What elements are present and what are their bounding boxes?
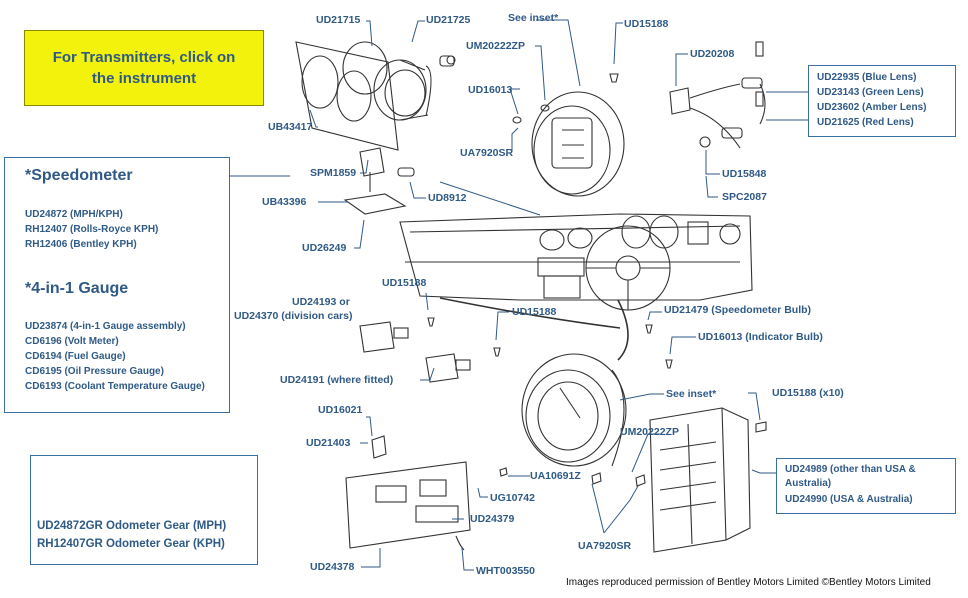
copyright-credit: Images reproduced permission of Bentley …	[566, 577, 931, 588]
lens-item[interactable]: UD23602 (Amber Lens)	[817, 102, 927, 113]
lens-item[interactable]: UD22935 (Blue Lens)	[817, 72, 917, 83]
gear-line-1[interactable]: UD24872GR Odometer Gear (MPH)	[37, 520, 227, 532]
part-label[interactable]: WHT003550	[476, 565, 535, 577]
mounting-bracket[interactable]	[343, 147, 415, 215]
part-label[interactable]: UD24193 or	[292, 296, 350, 308]
warning-item[interactable]: UD24990 (USA & Australia)	[785, 494, 913, 505]
speedometer-item[interactable]: RH12406 (Bentley KPH)	[25, 239, 137, 250]
part-label[interactable]: UD21479 (Speedometer Bulb)	[664, 304, 812, 316]
lens-item[interactable]: UD23143 (Green Lens)	[817, 87, 924, 98]
lens-parts-box: UD22935 (Blue Lens) UD23143 (Green Lens)…	[808, 65, 956, 137]
instruction-line-1: For Transmitters, click on	[52, 49, 236, 66]
gauge-title: *4-in-1 Gauge	[25, 280, 129, 297]
part-label[interactable]: UD16021	[318, 404, 363, 416]
speedometer-item[interactable]: UD24872 (MPH/KPH)	[25, 209, 123, 220]
part-label[interactable]: UB43396	[262, 196, 307, 208]
part-label[interactable]: UD24370 (division cars)	[234, 310, 353, 322]
dashboard[interactable]	[399, 213, 753, 311]
gauge-item[interactable]: CD6195 (Oil Pressure Gauge)	[25, 366, 164, 377]
part-label[interactable]: UD15188	[624, 18, 669, 30]
part-label[interactable]: UD26249	[302, 242, 347, 254]
part-label[interactable]: UD15848	[722, 168, 767, 180]
warning-light-panel[interactable]	[649, 407, 751, 553]
part-label[interactable]: UG10742	[490, 492, 535, 504]
speedometer-lower[interactable]	[521, 353, 627, 467]
part-label[interactable]: See inset*	[666, 388, 717, 400]
part-label[interactable]: UD24379	[470, 513, 515, 525]
small-gauge[interactable]	[342, 41, 432, 121]
warning-item: Australia)	[785, 478, 832, 489]
speedometer-top[interactable]	[531, 91, 625, 197]
part-label[interactable]: UM20222ZP	[466, 40, 525, 52]
gauge-item[interactable]: UD23874 (4-in-1 Gauge assembly)	[25, 321, 186, 332]
gauge-item[interactable]: CD6196 (Volt Meter)	[25, 336, 119, 347]
gauge-item[interactable]: CD6194 (Fuel Gauge)	[25, 351, 126, 362]
warning-item[interactable]: UD24989 (other than USA &	[785, 464, 916, 475]
bulb-holder[interactable]	[439, 55, 456, 67]
part-label[interactable]: UD20208	[690, 48, 735, 60]
speedometer-title: *Speedometer	[25, 167, 133, 184]
part-label[interactable]: UD21725	[426, 14, 471, 26]
part-label[interactable]: UD8912	[428, 192, 467, 204]
odometer-gear-box: UD24872GR Odometer Gear (MPH) RH12407GR …	[30, 455, 258, 565]
part-label[interactable]: SPM1859	[310, 167, 357, 179]
lens-connector[interactable]	[669, 41, 766, 149]
gear-line-2[interactable]: RH12407GR Odometer Gear (KPH)	[37, 538, 225, 550]
instruction-line-2: the instrument	[91, 70, 197, 87]
part-label[interactable]: UD21715	[316, 14, 361, 26]
part-label[interactable]: UA7920SR	[460, 147, 514, 159]
lens-item[interactable]: UD21625 (Red Lens)	[817, 117, 914, 128]
part-label[interactable]: UD15188 (x10)	[772, 387, 844, 399]
part-label[interactable]: SPC2087	[722, 191, 767, 203]
warning-panel-box: UD24989 (other than USA & Australia) UD2…	[776, 458, 956, 514]
gauge-item[interactable]: CD6193 (Coolant Temperature Gauge)	[25, 381, 205, 392]
part-label[interactable]: UB43417	[268, 121, 313, 133]
part-label[interactable]: UD24191 (where fitted)	[280, 374, 394, 386]
part-label[interactable]: UA10691Z	[530, 470, 581, 482]
part-label[interactable]: UD16013 (Indicator Bulb)	[698, 331, 823, 343]
part-label[interactable]: UM20222ZP	[620, 426, 679, 438]
transmitter-instruction-button[interactable]: For Transmitters, click on the instrumen…	[24, 30, 264, 106]
instrument-panel-plate[interactable]	[295, 41, 399, 151]
speedometer-item[interactable]: RH12407 (Rolls-Royce KPH)	[25, 224, 159, 235]
part-label[interactable]: UD15188	[382, 277, 427, 289]
speedometer-parts-box: *Speedometer UD24872 (MPH/KPH) RH12407 (…	[4, 157, 230, 413]
part-label[interactable]: UD15188	[512, 306, 557, 318]
part-label[interactable]: UA7920SR	[578, 540, 632, 552]
part-label[interactable]: UD21403	[306, 437, 351, 449]
lower-mounting-plate[interactable]	[345, 435, 471, 551]
part-label[interactable]: UD24378	[310, 561, 355, 573]
part-label[interactable]: See inset*	[508, 12, 559, 24]
switch-unit[interactable]	[359, 321, 471, 383]
part-label[interactable]: UD16013	[468, 84, 513, 96]
